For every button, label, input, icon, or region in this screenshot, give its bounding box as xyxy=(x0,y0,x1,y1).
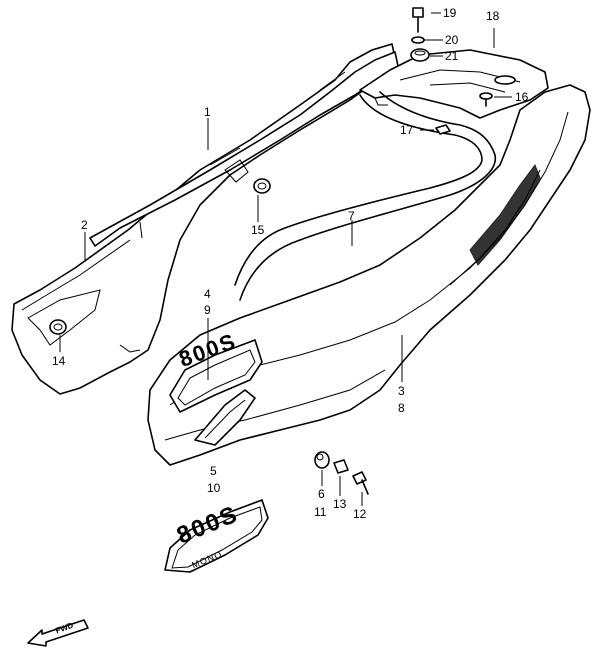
nut-17 xyxy=(435,124,451,135)
callout-15: 15 xyxy=(251,223,265,237)
bolt-19 xyxy=(412,7,424,33)
callout-14: 14 xyxy=(52,354,66,368)
callout-3: 3 xyxy=(398,384,405,398)
left-frame-cover xyxy=(11,43,396,395)
callout-12: 12 xyxy=(353,507,367,521)
callout-21: 21 xyxy=(445,49,459,63)
callout-9: 9 xyxy=(204,303,211,317)
collar-13 xyxy=(333,459,349,474)
tail-cover-top xyxy=(359,49,549,119)
callout-5: 5 xyxy=(210,464,217,478)
clip-16 xyxy=(479,92,493,107)
callout-18: 18 xyxy=(486,9,500,23)
callout-7: 7 xyxy=(348,209,355,223)
cushion-21 xyxy=(410,48,430,62)
cushion-6 xyxy=(314,451,330,469)
screw-12 xyxy=(352,471,369,495)
callout-20: 20 xyxy=(445,33,459,47)
callout-19: 19 xyxy=(443,6,457,20)
grommet-15 xyxy=(253,178,271,194)
seat-rail xyxy=(234,91,497,301)
callout-2: 2 xyxy=(81,218,88,232)
callout-1: 1 xyxy=(204,105,211,119)
grommet-14 xyxy=(49,319,67,335)
fwd-arrow xyxy=(27,619,89,647)
callout-10: 10 xyxy=(207,481,221,495)
emblem-on-cover xyxy=(169,339,263,413)
washer-20 xyxy=(411,36,425,44)
right-frame-cover xyxy=(147,84,591,466)
callout-4: 4 xyxy=(204,287,211,301)
callout-17: 17 xyxy=(400,123,414,137)
leader-lines xyxy=(59,12,512,506)
callout-16: 16 xyxy=(515,90,529,104)
callout-6: 6 xyxy=(318,487,325,501)
callout-11: 11 xyxy=(314,505,327,519)
callout-8: 8 xyxy=(398,401,405,415)
callout-13: 13 xyxy=(333,497,347,511)
emblem-separate xyxy=(164,499,269,573)
